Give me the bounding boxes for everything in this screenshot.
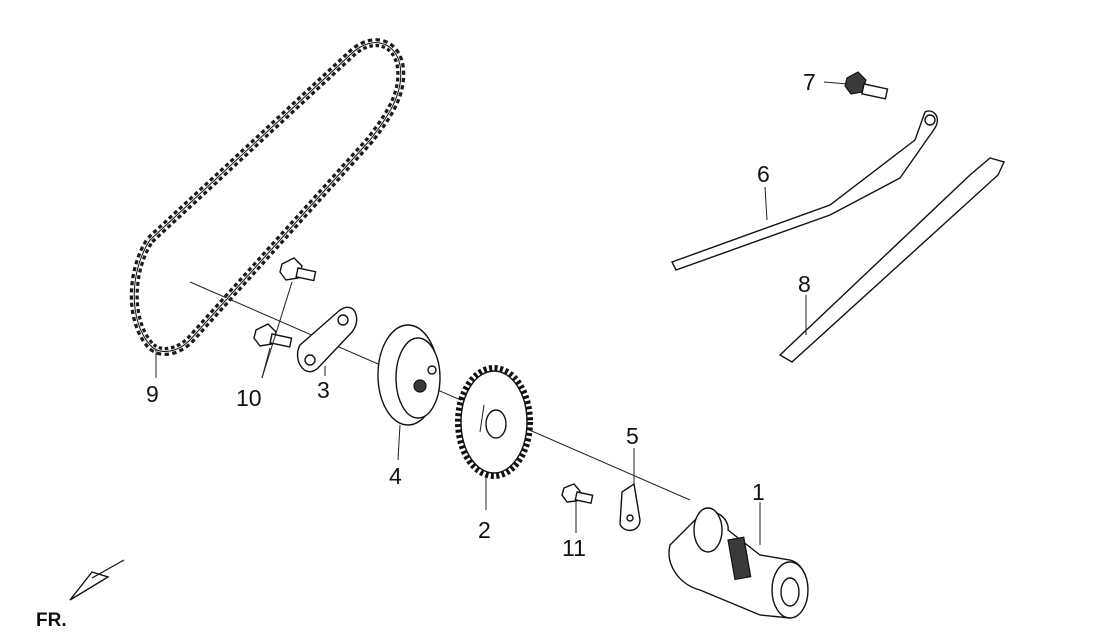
front-direction-arrow-icon (69, 559, 125, 601)
bolt-upper (279, 257, 317, 282)
callout-6: 6 (757, 161, 770, 187)
assembly-axis-line (189, 281, 691, 501)
callout-5: 5 (626, 423, 639, 449)
callout-11: 11 (562, 535, 586, 561)
callout-7: 7 (803, 69, 816, 95)
bolt-small (561, 483, 594, 504)
chain-guide (778, 157, 1005, 363)
callout-4: 4 (389, 463, 402, 489)
cam-chain (129, 38, 406, 356)
callout-8: 8 (798, 271, 811, 297)
callout-3: 3 (317, 377, 330, 403)
callout-10: 10 (236, 385, 262, 411)
callout-1: 1 (752, 479, 765, 505)
callout-2: 2 (478, 517, 491, 543)
decompressor-weight (377, 324, 441, 426)
chain-tensioner-slipper (671, 110, 939, 271)
front-direction-label: FR. (36, 610, 67, 631)
plate (296, 306, 358, 373)
callout-9: 9 (146, 381, 159, 407)
lock-plate (619, 482, 641, 531)
cam-sprocket (455, 365, 533, 479)
pivot-bolt (844, 71, 889, 100)
bolt-lower (253, 323, 293, 348)
camshaft (668, 507, 809, 619)
